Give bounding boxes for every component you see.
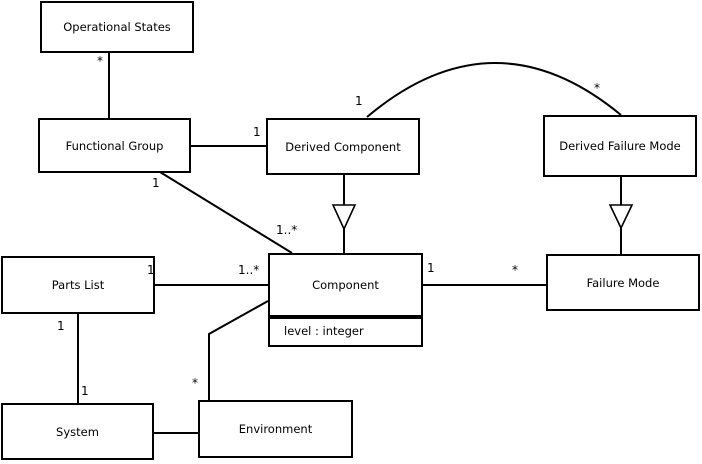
class-label: Derived Failure Mode [559, 139, 681, 153]
class-box-derived-component[interactable]: Derived Component [266, 118, 420, 175]
class-box-failure-mode[interactable]: Failure Mode [546, 254, 700, 311]
multiplicity-operational-states: * [97, 54, 103, 68]
multiplicity-functional-group-to-component-near-component: 1..* [276, 223, 298, 237]
association-derived-component-derived-failure-mode [366, 62, 622, 118]
class-box-operational-states[interactable]: Operational States [40, 1, 194, 53]
multiplicity-parts-list-to-component-near-parts-list: 1 [147, 263, 155, 277]
multiplicity-parts-list-to-system-near-parts-list: 1 [57, 319, 65, 333]
multiplicity-parts-list-to-component-near-component: 1..* [238, 263, 260, 277]
multiplicity-derived-component-from-functional-group: 1 [253, 125, 261, 139]
multiplicity-functional-group-to-component-near-fg: 1 [152, 176, 160, 190]
multiplicity-component-to-failure-mode-near-failure-mode: * [512, 263, 518, 277]
multiplicity-arc-near-derived-component: 1 [355, 94, 363, 108]
multiplicity-parts-list-to-system-near-system: 1 [81, 384, 89, 398]
component-attribute-compartment: level : integer [270, 317, 421, 343]
class-box-derived-failure-mode[interactable]: Derived Failure Mode [543, 115, 697, 177]
multiplicity-arc-near-derived-failure-mode: * [594, 81, 600, 95]
generalization-arrow-derived-failure-mode [608, 204, 634, 230]
multiplicity-component-to-failure-mode-near-component: 1 [427, 261, 435, 275]
multiplicity-component-to-environment-near-environment: * [192, 376, 198, 390]
association-component-environment [208, 300, 269, 400]
class-attribute: level : integer [284, 324, 364, 338]
class-box-system[interactable]: System [1, 403, 154, 460]
class-box-environment[interactable]: Environment [198, 400, 353, 458]
association-functional-group-component [159, 171, 293, 254]
class-box-component[interactable]: Component level : integer [268, 253, 423, 347]
class-label: Parts List [51, 278, 105, 292]
class-label: Operational States [63, 20, 171, 34]
generalization-arrow-derived-component [331, 204, 357, 231]
class-label: Derived Component [285, 139, 401, 154]
component-title-compartment: Component [270, 255, 421, 317]
class-label: Environment [238, 422, 313, 436]
class-label: Failure Mode [586, 275, 660, 290]
class-box-functional-group[interactable]: Functional Group [38, 118, 191, 173]
class-label: Functional Group [65, 138, 164, 153]
class-label: System [56, 424, 99, 439]
class-label: Component [312, 278, 379, 292]
class-box-parts-list[interactable]: Parts List [1, 256, 155, 314]
